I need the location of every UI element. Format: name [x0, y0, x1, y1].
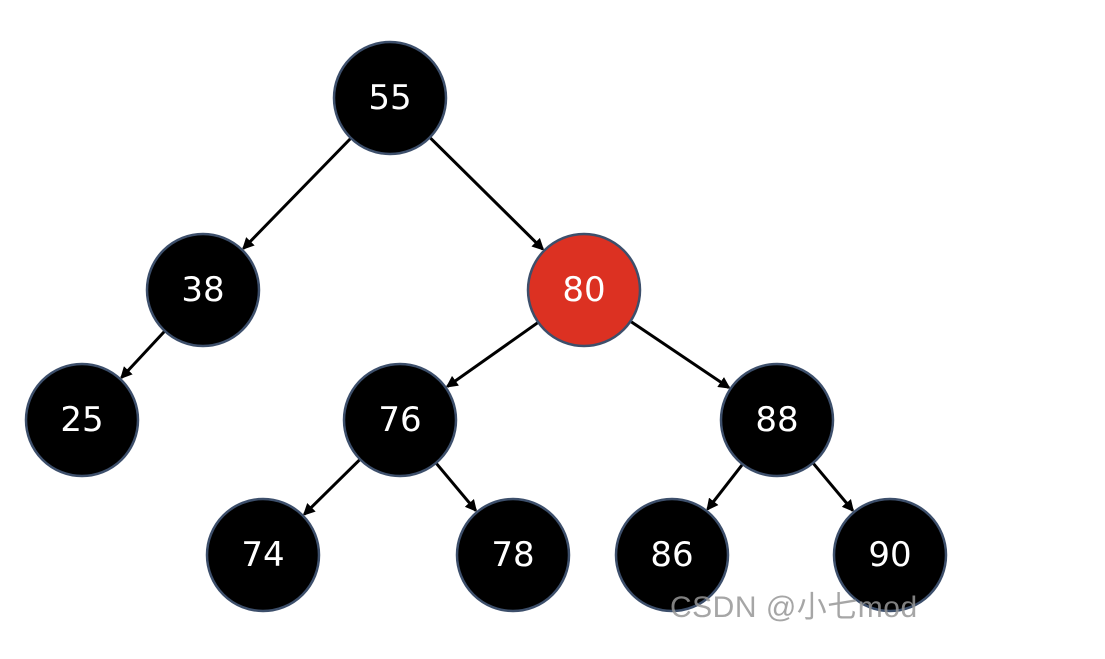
- node-label-80: 80: [562, 270, 605, 310]
- node-circle-55: [332, 40, 448, 156]
- edge-38-25: [120, 329, 166, 380]
- node-circle-80: [526, 232, 642, 348]
- node-circle-90: [832, 497, 948, 613]
- node-label-74: 74: [241, 535, 284, 575]
- nodes-layer: 55 38 80 25 76 88 74 78 86 90: [24, 40, 948, 613]
- tree-node-38: 38: [145, 232, 261, 348]
- node-circle-76: [342, 362, 458, 478]
- node-label-38: 38: [181, 270, 224, 310]
- node-circle-88: [719, 362, 835, 478]
- node-circle-38: [145, 232, 261, 348]
- node-circle-25: [24, 362, 140, 478]
- node-label-76: 76: [378, 400, 421, 440]
- edge-80-76: [445, 321, 540, 388]
- node-label-55: 55: [368, 78, 411, 118]
- node-label-78: 78: [491, 535, 534, 575]
- tree-node-74: 74: [205, 497, 321, 613]
- tree-node-76: 76: [342, 362, 458, 478]
- edge-55-80: [428, 136, 545, 251]
- node-label-86: 86: [650, 535, 693, 575]
- node-circle-74: [205, 497, 321, 613]
- node-label-90: 90: [868, 535, 911, 575]
- edge-76-74: [302, 458, 362, 516]
- edge-88-86: [706, 463, 744, 511]
- edge-80-88: [629, 320, 731, 389]
- node-circle-78: [455, 497, 571, 613]
- edge-55-38: [242, 137, 353, 250]
- tree-node-25: 25: [24, 362, 140, 478]
- tree-node-80: 80: [526, 232, 642, 348]
- tree-node-86: 86: [614, 497, 730, 613]
- edges-layer: [120, 136, 855, 516]
- edge-88-90: [811, 461, 855, 513]
- node-label-25: 25: [60, 400, 103, 440]
- tree-node-55: 55: [332, 40, 448, 156]
- edge-76-78: [434, 461, 478, 513]
- tree-node-78: 78: [455, 497, 571, 613]
- tree-node-90: 90: [832, 497, 948, 613]
- node-label-88: 88: [755, 400, 798, 440]
- tree-node-88: 88: [719, 362, 835, 478]
- node-circle-86: [614, 497, 730, 613]
- watermark-text: CSDN @小七mod: [670, 591, 918, 624]
